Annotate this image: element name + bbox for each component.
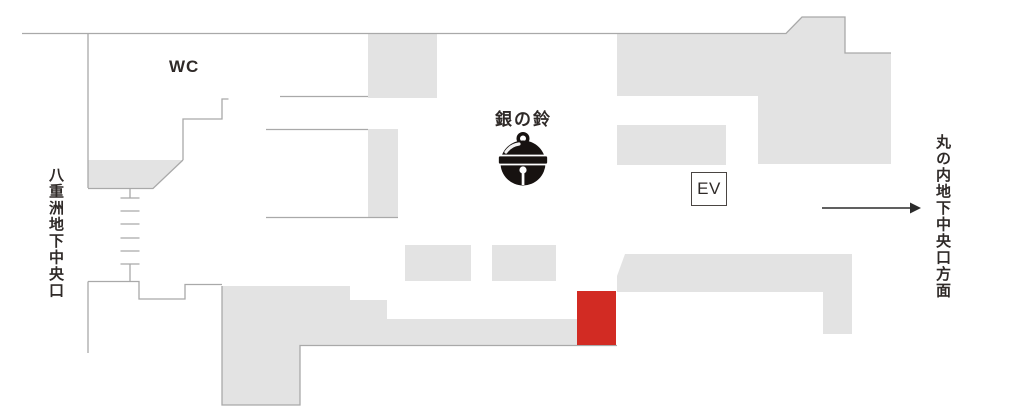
wall-top-boundary bbox=[22, 16, 891, 54]
wall-bottom-boundary bbox=[221, 286, 617, 406]
bell-label: 銀の鈴 bbox=[495, 110, 552, 129]
floor-area-kiosk-1 bbox=[405, 245, 471, 281]
wall-trapezoid-edge bbox=[88, 159, 184, 190]
elevator-label: EV bbox=[697, 179, 721, 198]
wall-lower-left-step bbox=[88, 280, 222, 300]
stairs-icon bbox=[120, 188, 140, 282]
wall-wc-step bbox=[182, 98, 229, 160]
right-arrow-icon bbox=[822, 202, 921, 214]
highlighted-location-marker bbox=[577, 291, 616, 345]
floor-area-bottom-left bbox=[222, 286, 577, 405]
floor-area-left-trapezoid bbox=[88, 160, 183, 188]
bell-icon bbox=[497, 132, 549, 186]
floor-area-ev-block bbox=[617, 125, 726, 165]
floor-area-middle-pillar bbox=[368, 129, 398, 218]
wc-label: WC bbox=[169, 57, 200, 76]
marunouchi-exit-label: 丸の内地下中央口方面 bbox=[934, 134, 951, 299]
floor-area-top-middle bbox=[368, 33, 437, 98]
elevator-box: EV bbox=[691, 172, 727, 206]
floor-area-top-right bbox=[617, 17, 891, 164]
floor-area-kiosk-2 bbox=[492, 245, 556, 281]
yaesu-exit-label: 八重洲地下中央口 bbox=[47, 167, 64, 299]
floor-area-bottom-right bbox=[617, 254, 852, 334]
